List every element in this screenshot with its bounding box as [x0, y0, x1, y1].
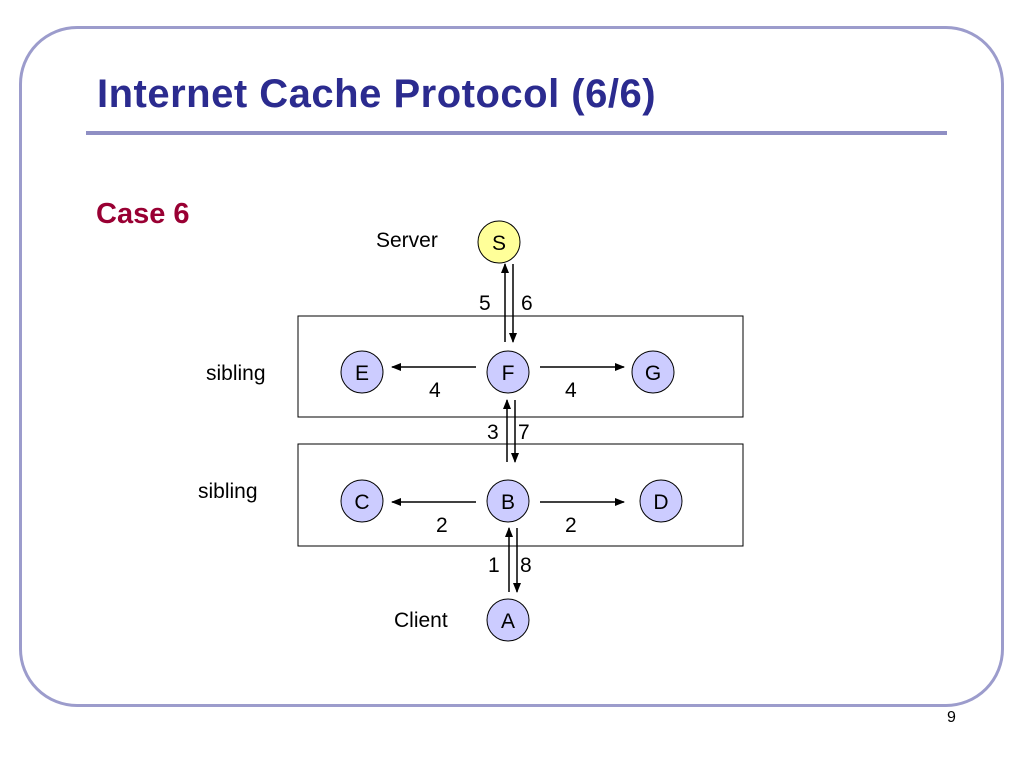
node-f-circle: [486, 350, 530, 394]
node-s-label: S: [492, 232, 506, 255]
node-a-label: A: [501, 610, 515, 633]
edge-label-2-left: 2: [436, 514, 448, 537]
edge-label-5: 5: [479, 292, 491, 315]
node-a-circle: [486, 598, 530, 642]
slide-frame: [19, 26, 1004, 707]
client-label: Client: [394, 609, 448, 632]
node-f-label: F: [502, 362, 515, 385]
node-b-label: B: [501, 491, 515, 514]
node-e-circle: [340, 350, 384, 394]
page-number: 9: [947, 709, 956, 726]
server-label: Server: [376, 229, 438, 252]
sibling-group-top-box: [297, 315, 744, 418]
sibling-label-bottom: sibling: [198, 480, 258, 503]
sibling-label-top: sibling: [206, 362, 266, 385]
edge-label-3: 3: [487, 421, 499, 444]
node-d-circle: [639, 479, 683, 523]
edge-label-4-left: 4: [429, 379, 441, 402]
edge-label-6: 6: [521, 292, 533, 315]
slide-title: Internet Cache Protocol (6/6): [97, 72, 657, 116]
title-rule: [86, 131, 947, 135]
node-c-label: C: [354, 491, 369, 514]
sibling-group-bottom-box: [297, 443, 744, 547]
edge-label-4-right: 4: [565, 379, 577, 402]
node-g-circle: [631, 350, 675, 394]
node-g-label: G: [645, 362, 661, 385]
node-c-circle: [340, 479, 384, 523]
node-s-circle: [477, 220, 521, 264]
edge-label-8: 8: [520, 554, 532, 577]
edge-label-1: 1: [488, 554, 500, 577]
edge-label-7: 7: [518, 421, 530, 444]
case-heading: Case 6: [96, 198, 190, 230]
node-d-label: D: [653, 491, 668, 514]
node-e-label: E: [355, 362, 369, 385]
node-b-circle: [486, 479, 530, 523]
edge-label-2-right: 2: [565, 514, 577, 537]
